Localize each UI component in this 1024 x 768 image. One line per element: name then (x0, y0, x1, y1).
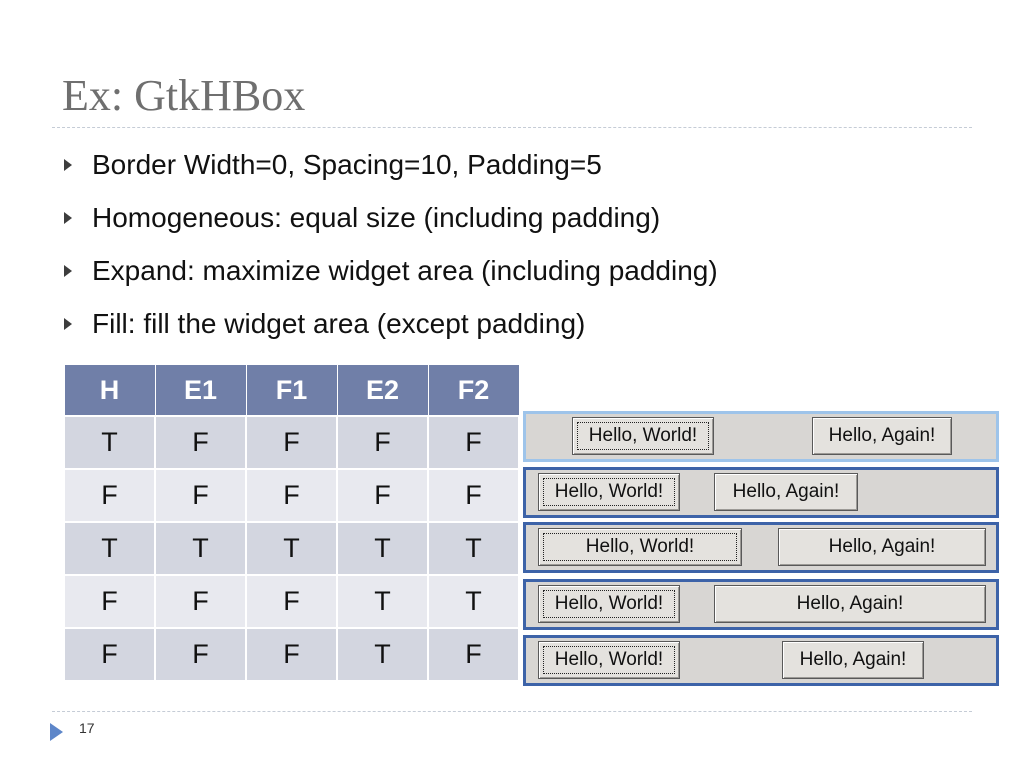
table-cell: F (63, 627, 156, 682)
bullet-list: Border Width=0, Spacing=10, Padding=5 Ho… (62, 145, 718, 357)
bullet-item: Border Width=0, Spacing=10, Padding=5 (62, 145, 718, 198)
table-cell: F (154, 627, 247, 682)
table-cell: T (245, 521, 338, 576)
bullet-item: Expand: maximize widget area (including … (62, 251, 718, 304)
column-header: F2 (427, 364, 520, 417)
hello-again-button[interactable]: Hello, Again! (778, 528, 986, 566)
table-cell: T (63, 415, 156, 470)
table-cell: T (154, 521, 247, 576)
bullet-arrow-icon (64, 159, 72, 171)
hello-world-button[interactable]: Hello, World! (572, 417, 714, 455)
hbox-demo-panel: Hello, World! Hello, Again! (523, 522, 999, 573)
footer-divider (52, 711, 972, 712)
table-cell: F (336, 415, 429, 470)
page-number: 17 (79, 720, 95, 736)
table-cell: F (154, 415, 247, 470)
table-cell: T (336, 574, 429, 629)
table-row: F F F T T (63, 574, 520, 629)
table-cell: T (63, 521, 156, 576)
hbox-demo-panel: Hello, World! Hello, Again! (523, 467, 999, 518)
table-cell: F (336, 468, 429, 523)
table-cell: F (154, 574, 247, 629)
bullet-arrow-icon (64, 318, 72, 330)
table-header-row: H E1 F1 E2 F2 (63, 364, 520, 417)
hello-again-button[interactable]: Hello, Again! (812, 417, 952, 455)
table-row: T T T T T (63, 521, 520, 576)
table-cell: F (427, 415, 520, 470)
title-divider (52, 127, 972, 128)
table-cell: F (245, 415, 338, 470)
hbox-demo-panel: Hello, World! Hello, Again! (523, 635, 999, 686)
table-row: T F F F F (63, 415, 520, 470)
hello-world-button[interactable]: Hello, World! (538, 641, 680, 679)
column-header: F1 (245, 364, 338, 417)
bullet-arrow-icon (64, 265, 72, 277)
hello-world-button[interactable]: Hello, World! (538, 528, 742, 566)
table-cell: F (63, 574, 156, 629)
table-cell: F (245, 574, 338, 629)
table-cell: F (427, 627, 520, 682)
column-header: E2 (336, 364, 429, 417)
packing-options-table: H E1 F1 E2 F2 T F F F F F F F F F T T T … (63, 364, 520, 682)
bullet-text: Homogeneous: equal size (including paddi… (92, 202, 661, 233)
table-cell: T (336, 521, 429, 576)
bullet-text: Expand: maximize widget area (including … (92, 255, 718, 286)
hbox-demo-panel: Hello, World! Hello, Again! (523, 411, 999, 462)
table-cell: T (427, 574, 520, 629)
hbox-demo-panel: Hello, World! Hello, Again! (523, 579, 999, 630)
table-cell: F (427, 468, 520, 523)
hello-again-button[interactable]: Hello, Again! (782, 641, 924, 679)
footer-arrow-icon (50, 723, 63, 741)
table-cell: F (154, 468, 247, 523)
hello-world-button[interactable]: Hello, World! (538, 585, 680, 623)
bullet-item: Fill: fill the widget area (except paddi… (62, 304, 718, 357)
hello-again-button[interactable]: Hello, Again! (714, 585, 986, 623)
hello-again-button[interactable]: Hello, Again! (714, 473, 858, 511)
table-row: F F F T F (63, 627, 520, 682)
table-cell: F (245, 468, 338, 523)
table-cell: T (427, 521, 520, 576)
table-cell: T (336, 627, 429, 682)
table-cell: F (63, 468, 156, 523)
table-cell: F (245, 627, 338, 682)
bullet-arrow-icon (64, 212, 72, 224)
bullet-text: Fill: fill the widget area (except paddi… (92, 308, 586, 339)
column-header: H (63, 364, 156, 417)
bullet-item: Homogeneous: equal size (including paddi… (62, 198, 718, 251)
slide-title: Ex: GtkHBox (62, 71, 306, 120)
bullet-text: Border Width=0, Spacing=10, Padding=5 (92, 149, 602, 180)
table-row: F F F F F (63, 468, 520, 523)
column-header: E1 (154, 364, 247, 417)
hello-world-button[interactable]: Hello, World! (538, 473, 680, 511)
